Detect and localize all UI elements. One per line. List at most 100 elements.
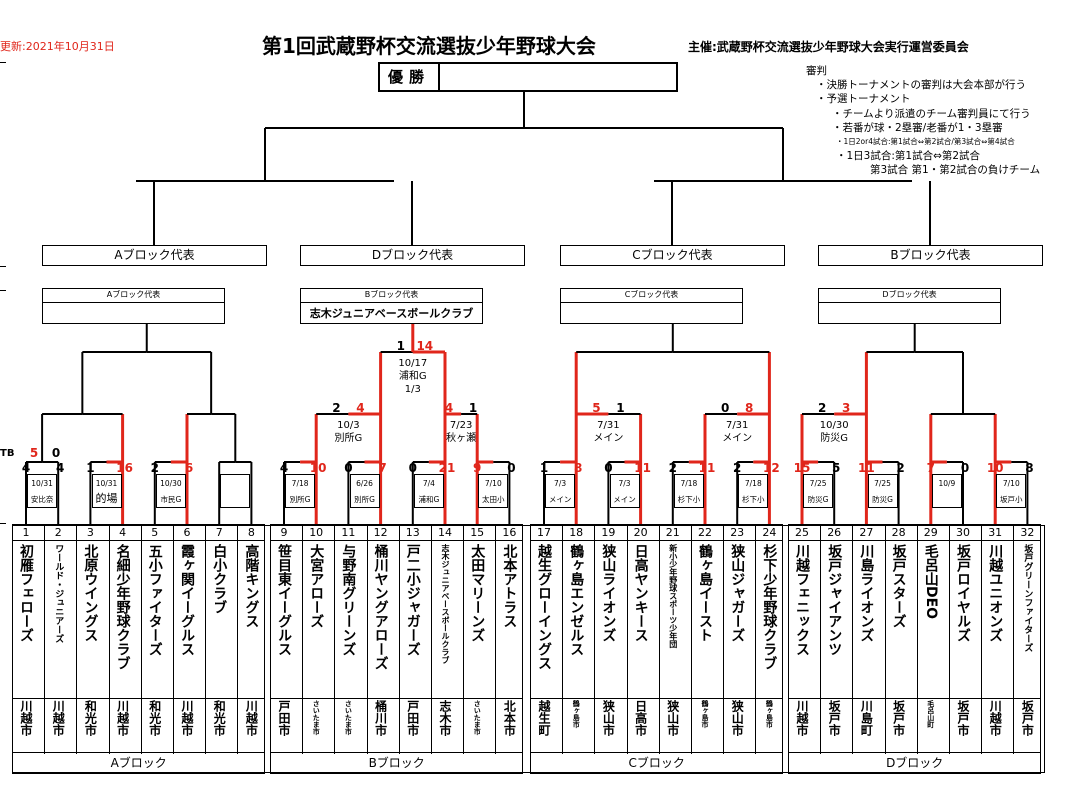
grid-divider (44, 526, 46, 754)
team-number: 29 (923, 526, 938, 539)
grid-divider (431, 526, 432, 754)
score-left: 0 (604, 461, 613, 475)
team-name: 白小クラブ (211, 544, 228, 614)
note-line: ・1日2or4試合:第1試合⇔第2試合/第3試合⇔第4試合 (836, 137, 1015, 147)
score-right: 8 (574, 461, 583, 475)
score-right: 2 (896, 461, 905, 475)
game-box: 7/18 別所G (285, 474, 316, 508)
team-number: 24 (762, 526, 777, 539)
game-date: 7/31 (597, 420, 620, 431)
game-date: 10/9 (938, 479, 956, 488)
team-name: 与野南グリーンズ (340, 544, 357, 656)
score-right: 0 (507, 461, 516, 475)
game-date: 7/25 (874, 479, 891, 488)
team-city: 狭山市 (730, 700, 745, 736)
team-city: 坂戸市 (956, 700, 970, 736)
note-line: ・若番が球・2塁審/老番が1・3塁審 (832, 121, 1003, 134)
grid-divider (562, 526, 564, 754)
page-title: 第1回武蔵野杯交流選抜少年野球大会 (262, 34, 596, 58)
block-winner-d: Dブロック代表 (818, 288, 1001, 324)
block-label: Cブロック (628, 756, 685, 770)
team-city: 川越市 (19, 700, 33, 736)
team-number: 12 (373, 526, 388, 539)
game-date: 7/18 (680, 479, 698, 488)
grid-divider (852, 526, 854, 754)
game-venue: 安比奈 (30, 495, 54, 504)
score-left: 4 (444, 401, 454, 415)
team-number: 5 (151, 526, 159, 539)
team-name: 名細少年野球クラブ (114, 544, 131, 670)
team-name: 川越ユニオンズ (987, 544, 1004, 642)
score-left: 2 (150, 461, 159, 475)
score-left: 4 (279, 461, 289, 475)
grid-divider (334, 526, 336, 754)
score-right: 8 (1025, 461, 1034, 475)
team-city: 坂戸市 (1020, 700, 1035, 736)
representative-b: Bブロック代表 (818, 245, 1043, 266)
grid-divider (820, 526, 822, 754)
block-winner-c: Cブロック代表 (560, 288, 743, 324)
score-right: 5 (832, 461, 841, 475)
team-name: 鶴ヶ島エンゼルス (568, 544, 585, 656)
team-city: さいたま市 (473, 700, 482, 735)
score-right: 6 (184, 461, 194, 475)
team-name: 杉下少年野球クラブ (761, 544, 778, 670)
score-left: 9 (473, 461, 482, 475)
score-right: 16 (116, 461, 133, 475)
game-date: 7/18 (291, 479, 309, 488)
representative-d: Dブロック代表 (300, 245, 525, 266)
team-name: 霞ヶ関イーグルス (179, 544, 195, 656)
team-number: 32 (1020, 526, 1035, 539)
team-number: 31 (988, 526, 1003, 539)
score-left: 2 (332, 401, 341, 415)
game-venue: メイン (722, 433, 753, 444)
team-city: さいたま市 (312, 700, 321, 735)
score-left: 2 (818, 401, 827, 415)
team-name: 初雁フェローズ (18, 544, 34, 642)
score-left: 11 (858, 461, 875, 475)
grid-rule (270, 540, 524, 541)
team-number: 22 (698, 526, 712, 539)
team-number: 28 (891, 526, 906, 539)
game-venue: 別所G (354, 495, 375, 504)
game-venue: メイン (593, 433, 624, 444)
team-city: 川越市 (795, 700, 809, 736)
grid-rule (788, 540, 1042, 541)
score-left: 1 (539, 461, 549, 475)
tiebreak-score-left: 5 (29, 446, 39, 460)
team-city: 日高市 (633, 700, 648, 736)
team-name: 狭山ライオンズ (600, 544, 617, 642)
score-right: 3 (842, 401, 851, 415)
grid-divider (302, 526, 304, 754)
team-number: 27 (859, 526, 874, 539)
note-line: 第3試合 第1・第2試合の負けチーム (870, 164, 1041, 177)
team-name: 志木ジュニアベースボールクラブ (441, 544, 450, 664)
grid-divider (626, 526, 628, 754)
grid-divider (463, 526, 465, 754)
team-name: 鶴ヶ島イースト (697, 544, 713, 642)
note-line: 審判 (806, 65, 827, 77)
team-city: 坂戸市 (827, 700, 842, 736)
team-number: 18 (569, 526, 584, 539)
team-name: 大宮アローズ (308, 544, 325, 628)
team-name: 毛呂山DEO (922, 544, 939, 620)
game-date: 10/31 (95, 479, 118, 488)
grid-divider (1013, 526, 1015, 754)
game-venue: 別所G (289, 495, 311, 504)
margin-tick (0, 523, 6, 524)
team-number: 6 (183, 526, 191, 539)
grid-divider (173, 526, 174, 754)
grid-rule (270, 752, 524, 753)
team-number: 20 (633, 526, 648, 539)
grid-divider (108, 526, 110, 754)
team-name: 狭山ジャガーズ (729, 544, 746, 642)
team-name: 坂戸ロイヤルズ (955, 544, 971, 642)
score-right: 14 (416, 339, 434, 353)
grid-rule (788, 698, 1042, 699)
